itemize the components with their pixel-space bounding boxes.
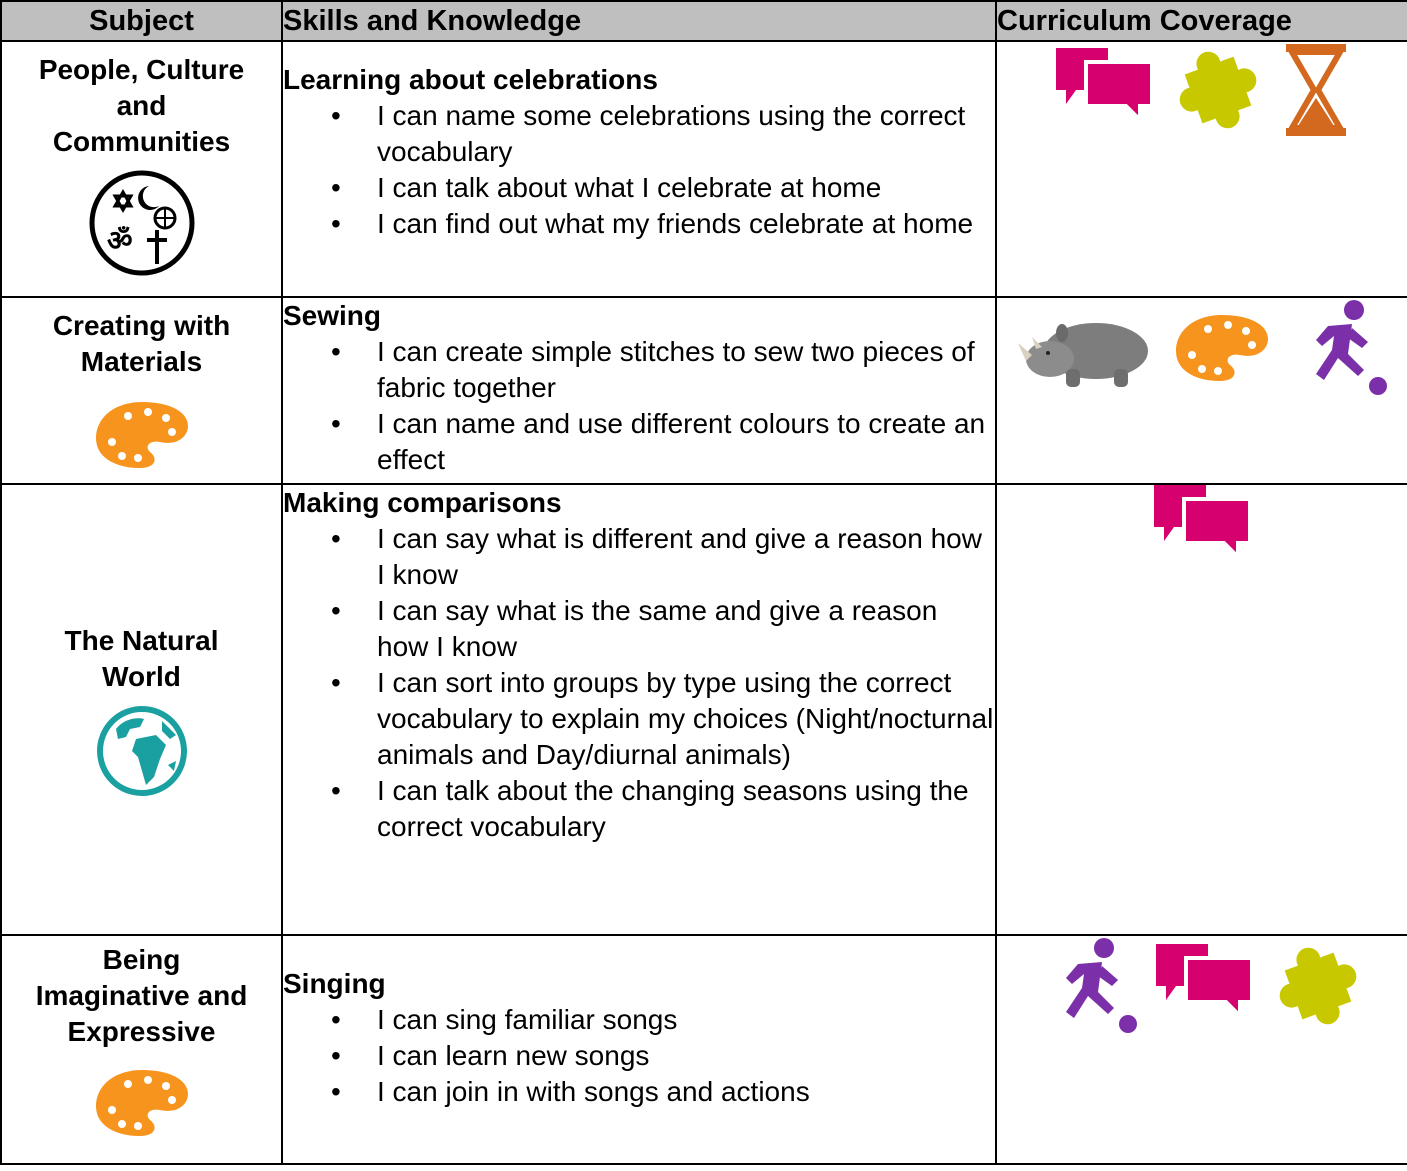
header-skills: Skills and Knowledge xyxy=(281,0,997,42)
rhino-toy-icon xyxy=(1018,323,1148,387)
list-item: I can learn new songs xyxy=(283,1038,995,1074)
list-item: I can say what is different and give a r… xyxy=(283,521,995,593)
skills-cell: Sewing I can create simple stitches to s… xyxy=(281,296,997,485)
running-figure-icon xyxy=(1066,938,1137,1033)
coverage-icons xyxy=(997,936,1407,1036)
speech-bubbles-icon xyxy=(1154,485,1250,562)
table-row: Being Imaginative and Expressive Singing… xyxy=(0,934,1407,1165)
coverage-cell xyxy=(995,483,1407,936)
table-row: People, Culture and Communities ॐ xyxy=(0,40,1407,298)
skills-list: I can say what is different and give a r… xyxy=(283,521,995,845)
list-item: I can join in with songs and actions xyxy=(283,1074,995,1110)
globe-icon xyxy=(96,705,187,796)
subject-title: Being Imaginative and Expressive xyxy=(35,944,248,1047)
list-item: I can name and use different colours to … xyxy=(283,406,995,478)
skills-list: I can sing familiar songs I can learn ne… xyxy=(283,1002,995,1110)
subject-title: People, Culture and Communities xyxy=(38,54,245,157)
list-item: I can name some celebrations using the c… xyxy=(283,98,995,170)
subject-cell: Creating with Materials xyxy=(0,296,283,485)
list-item: I can find out what my friends celebrate… xyxy=(283,206,995,242)
subject-cell: The Natural World xyxy=(0,483,283,936)
list-item: I can say what is the same and give a re… xyxy=(283,593,995,665)
header-coverage: Curriculum Coverage xyxy=(995,0,1407,42)
list-item: I can create simple stitches to sew two … xyxy=(283,334,995,406)
speech-bubbles-icon xyxy=(1156,944,1252,1021)
coverage-icons xyxy=(997,485,1407,569)
hourglass-icon xyxy=(1286,44,1346,136)
subject-title: The Natural World xyxy=(64,624,219,692)
list-item: I can sort into groups by type using the… xyxy=(283,665,995,773)
topic-title: Sewing xyxy=(283,300,382,331)
puzzle-piece-icon xyxy=(1179,51,1257,129)
table-row: The Natural World Making comparisons I c… xyxy=(0,483,1407,936)
skills-list: I can create simple stitches to sew two … xyxy=(283,334,995,478)
coverage-cell xyxy=(995,40,1407,298)
speech-bubbles-icon xyxy=(1056,48,1152,125)
subject-title: Creating with Materials xyxy=(52,310,231,377)
skills-cell: Making comparisons I can say what is dif… xyxy=(281,483,997,936)
coverage-cell xyxy=(995,296,1407,485)
header-row: Subject Skills and Knowledge Curriculum … xyxy=(0,0,1407,42)
list-item: I can talk about what I celebrate at hom… xyxy=(283,170,995,206)
puzzle-piece-icon xyxy=(1279,947,1357,1025)
skills-cell: Singing I can sing familiar songs I can … xyxy=(281,934,997,1165)
topic-title: Making comparisons xyxy=(283,487,562,518)
skills-cell: Learning about celebrations I can name s… xyxy=(281,40,997,298)
table-row: Creating with Materials Sewing I can cre… xyxy=(0,296,1407,485)
subject-cell: Being Imaginative and Expressive xyxy=(0,934,283,1165)
palette-icon xyxy=(95,1070,188,1136)
topic-title: Learning about celebrations xyxy=(283,64,658,95)
running-figure-icon xyxy=(1316,300,1387,395)
world-religions-icon: ॐ xyxy=(89,170,194,276)
coverage-icons xyxy=(997,42,1407,138)
list-item: I can sing familiar songs xyxy=(283,1002,995,1038)
palette-icon xyxy=(1176,315,1268,381)
coverage-cell xyxy=(995,934,1407,1165)
header-subject: Subject xyxy=(0,0,283,42)
subject-cell: People, Culture and Communities ॐ xyxy=(0,40,283,298)
skills-list: I can name some celebrations using the c… xyxy=(283,98,995,242)
palette-icon xyxy=(95,402,188,468)
svg-text:ॐ: ॐ xyxy=(107,224,133,257)
topic-title: Singing xyxy=(283,968,386,999)
list-item: I can talk about the changing seasons us… xyxy=(283,773,995,845)
coverage-icons xyxy=(997,298,1407,398)
